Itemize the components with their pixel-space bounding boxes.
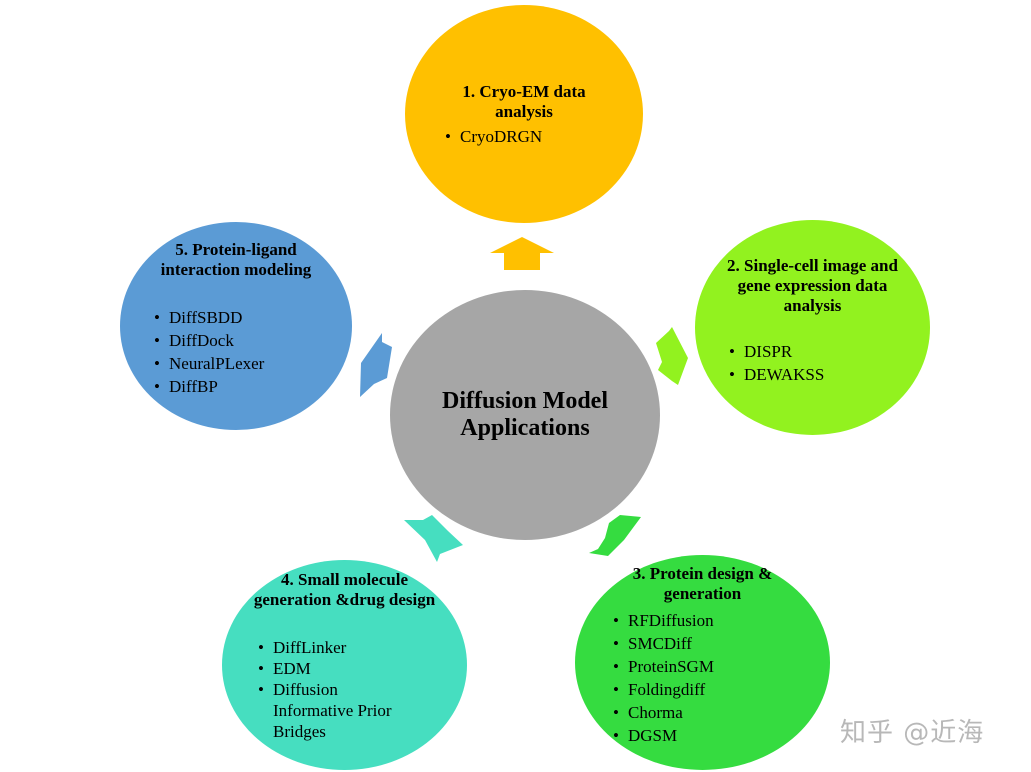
node-title: 4. Small molecule generation &drug desig…	[253, 570, 436, 609]
list-item: SMCDiff	[613, 632, 714, 655]
center-title-line1: Diffusion Model	[441, 388, 608, 414]
arrow-left	[360, 333, 392, 397]
node-protein-ligand: 5. Protein-ligand interaction modeling D…	[120, 222, 352, 430]
list-item: NeuralPLexer	[154, 352, 264, 375]
node-title: 3. Protein design & generation	[632, 564, 773, 603]
node-list: DISPR DEWAKSS	[729, 340, 824, 386]
node-title: 2. Single-cell image and gene expression…	[727, 256, 898, 315]
node-list: CryoDRGN	[445, 125, 542, 148]
list-item: EDM	[258, 658, 408, 679]
list-item: DEWAKSS	[729, 363, 824, 386]
center-title: Diffusion Model Applications	[442, 388, 608, 442]
arrow-down-left	[404, 515, 463, 562]
arrow-up	[490, 237, 554, 270]
node-title: 5. Protein-ligand interaction modeling	[160, 240, 312, 279]
list-item: RFDiffusion	[613, 609, 714, 632]
list-item: DISPR	[729, 340, 824, 363]
list-item: DiffDock	[154, 329, 264, 352]
node-list: DiffLinker EDM Diffusion Informative Pri…	[258, 637, 408, 742]
list-item: DiffLinker	[258, 637, 408, 658]
list-item: DiffSBDD	[154, 306, 264, 329]
list-item: Foldingdiff	[613, 678, 714, 701]
watermark: 知乎 @近海	[840, 718, 985, 748]
node-title: 1. Cryo-EM data analysis	[462, 82, 586, 121]
node-single-cell: 2. Single-cell image and gene expression…	[695, 220, 930, 435]
list-item: CryoDRGN	[445, 125, 542, 148]
node-cryo-em: 1. Cryo-EM data analysis CryoDRGN	[405, 5, 643, 223]
list-item: DiffBP	[154, 375, 264, 398]
center-title-line2: Applications	[460, 415, 590, 441]
node-small-molecule: 4. Small molecule generation &drug desig…	[222, 560, 467, 770]
arrow-down-right	[589, 515, 641, 556]
node-protein-design: 3. Protein design & generation RFDiffusi…	[575, 555, 830, 770]
center-circle: Diffusion Model Applications	[390, 290, 660, 540]
list-item: DGSM	[613, 724, 714, 747]
node-list: DiffSBDD DiffDock NeuralPLexer DiffBP	[154, 306, 264, 398]
arrow-right	[656, 327, 688, 385]
node-list: RFDiffusion SMCDiff ProteinSGM Foldingdi…	[613, 609, 714, 747]
list-item: ProteinSGM	[613, 655, 714, 678]
list-item: Diffusion Informative Prior Bridges	[258, 679, 408, 742]
list-item: Chorma	[613, 701, 714, 724]
